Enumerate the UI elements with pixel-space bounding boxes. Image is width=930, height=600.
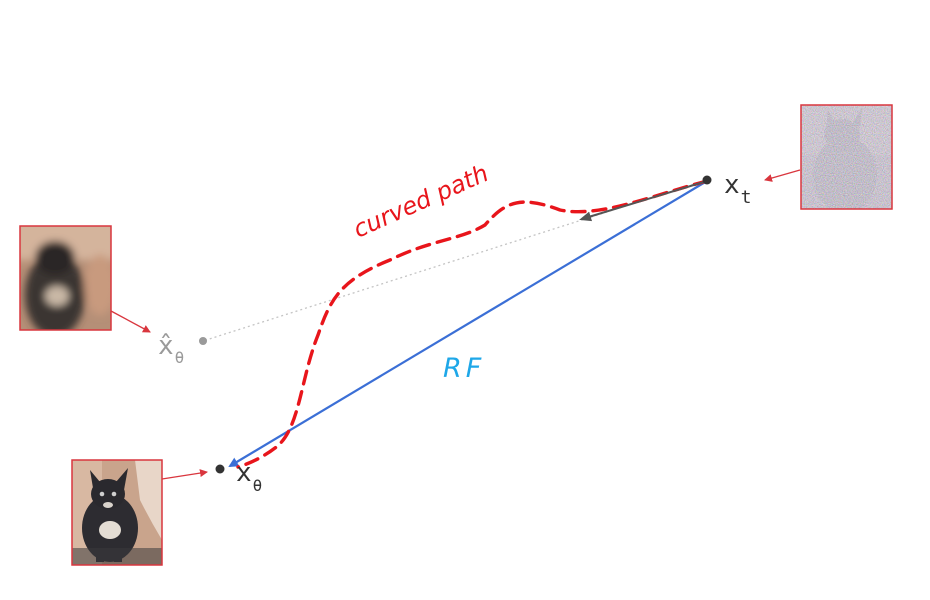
prediction-arrow [579, 180, 708, 222]
connector-clean [161, 469, 208, 480]
curved-path-label: curved path [349, 159, 493, 243]
connector-noisy [764, 169, 801, 182]
curved-path-line [236, 179, 709, 469]
clean-cat-image [71, 459, 163, 566]
x0-hat-point [199, 337, 207, 345]
blurry-cat-image [19, 225, 112, 331]
rf-label: RF [443, 353, 485, 384]
x0-hat-label: x̂θ [158, 331, 184, 367]
x-t-point [702, 175, 712, 185]
x0-label: xθ [236, 458, 262, 495]
x0-point [215, 464, 225, 474]
dotted-guide-line [202, 179, 708, 342]
connector-blurry [110, 310, 151, 333]
rf-straight-path [228, 180, 708, 468]
x-t-label: xt [724, 170, 752, 208]
noisy-cat-image [800, 104, 893, 210]
